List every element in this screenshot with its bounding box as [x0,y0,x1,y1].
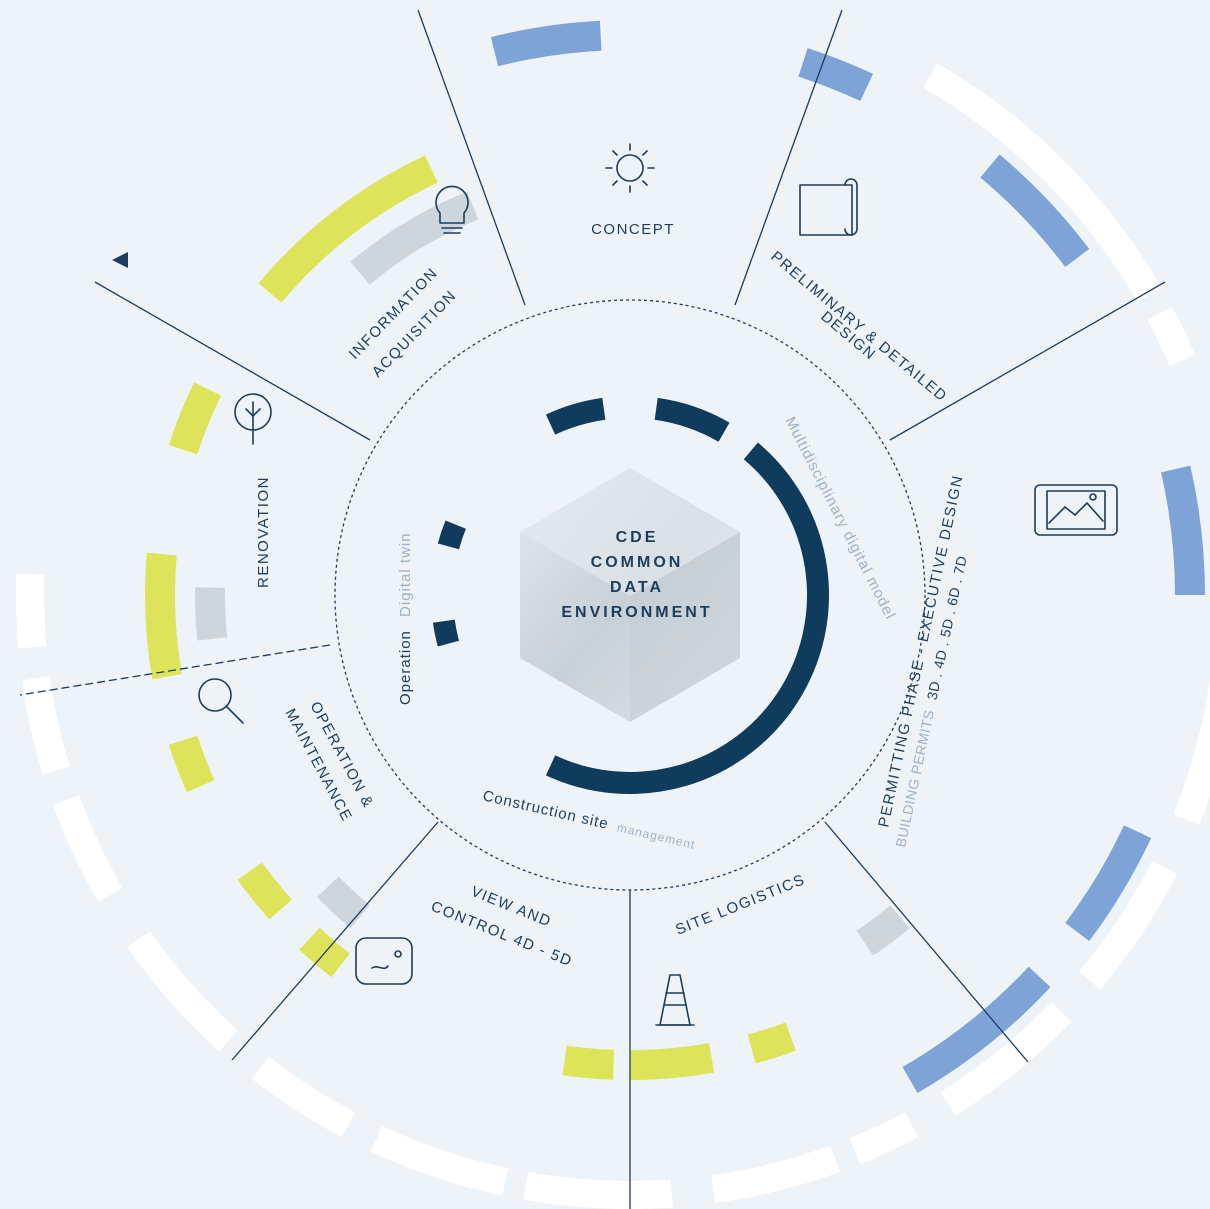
phase-label-operation: OPERATION & MAINTENANCE [281,699,376,825]
cde-line-4: ENVIRONMENT [561,604,712,621]
white-arc-segment [523,1172,673,1209]
yellow-arc-segment [747,1022,796,1064]
divider-line [889,281,1166,441]
phase-label-permitting: PERMITTING PHASE - EXECUTIVE DESIGN BUIL… [875,473,970,849]
navy-arc-segment [654,397,730,442]
gray-arc-segment [350,191,479,285]
phase-label-site-logistics: SITE LOGISTICS [673,871,808,939]
navy-arc-segment [545,397,606,435]
gray-arc-segment [317,876,370,929]
navy-arc-segment [437,520,466,550]
traffic-cone-icon [655,974,695,1026]
white-arc-segment [922,63,1162,303]
blue-arc-segment [1065,825,1152,942]
blue-arc-segment [798,48,874,102]
divider-line [94,281,371,441]
navy-arc-segment [545,442,829,794]
sector-dividers [19,9,1166,1209]
white-arc-segment [940,1002,1072,1116]
blue-arc-segment [902,966,1051,1093]
play-arrow-icon [112,252,128,268]
white-arc-segment [21,676,70,775]
phase-label-concept: CONCEPT [591,221,675,238]
cde-line-2: COMMON [591,554,684,571]
divider-line [417,9,526,306]
white-arc-segment [711,1145,840,1204]
phase-label-renovation: RENOVATION [255,476,272,588]
yellow-arc-segment [145,552,182,680]
blue-arc-segment [490,20,602,67]
site-plan-icon [1034,484,1118,536]
divider-line [19,644,331,696]
inner-ring [334,299,926,891]
white-arc-segment [849,1112,919,1165]
navy-arc-segments [432,397,829,794]
white-arc-segment [1147,306,1196,367]
gray-arc-segment [856,905,910,956]
yellow-arc-segment [168,382,222,455]
divider-line [824,821,1029,1063]
white-arc-segment [1173,678,1210,826]
white-arc-segment [251,1056,355,1138]
phase-label-view-control: VIEW AND CONTROL 4D - 5D [429,883,576,970]
yellow-arc-segment [258,155,438,303]
divider-line [734,9,843,306]
tree-icon [234,393,272,445]
navy-arc-segment [432,619,460,647]
monitor-icon [355,937,413,985]
white-arc-segment [53,795,123,902]
blueprint-scroll-icon [799,178,858,236]
white-arc-segment [1078,860,1178,990]
white-arc-segment [127,931,238,1052]
blue-arc-segment [1161,465,1205,596]
blue-arc-segment [980,154,1090,268]
svg-text:PRELIMINARY & DETAILED: PRELIMINARY & DETAILED [767,248,950,405]
magnifier-icon [198,678,244,724]
outer-arc-segments [16,20,1210,1209]
white-arc-segment [370,1126,509,1196]
yellow-arc-segment [629,1043,715,1080]
cde-line-1: CDE [616,529,659,546]
inner-label-construction: Construction site management [481,787,697,853]
divider-line [231,821,439,1061]
yellow-arc-segment [562,1045,615,1080]
lightbulb-icon [435,185,469,234]
yellow-arc-segment [237,862,292,920]
sun-icon [605,143,655,193]
cde-line-3: DATA [610,579,664,596]
inner-label-operation: Operation Digital twin [397,532,414,705]
yellow-arc-segment [168,735,215,793]
cde-hexagon: CDE COMMON DATA ENVIRONMENT [520,468,740,722]
phase-label-info: INFORMATION ACQUISITION [346,264,460,380]
gray-arc-segment [195,587,228,641]
phase-label-preliminary: PRELIMINARY & DETAILED DESIGN [767,248,950,405]
white-arc-segment [16,573,47,649]
